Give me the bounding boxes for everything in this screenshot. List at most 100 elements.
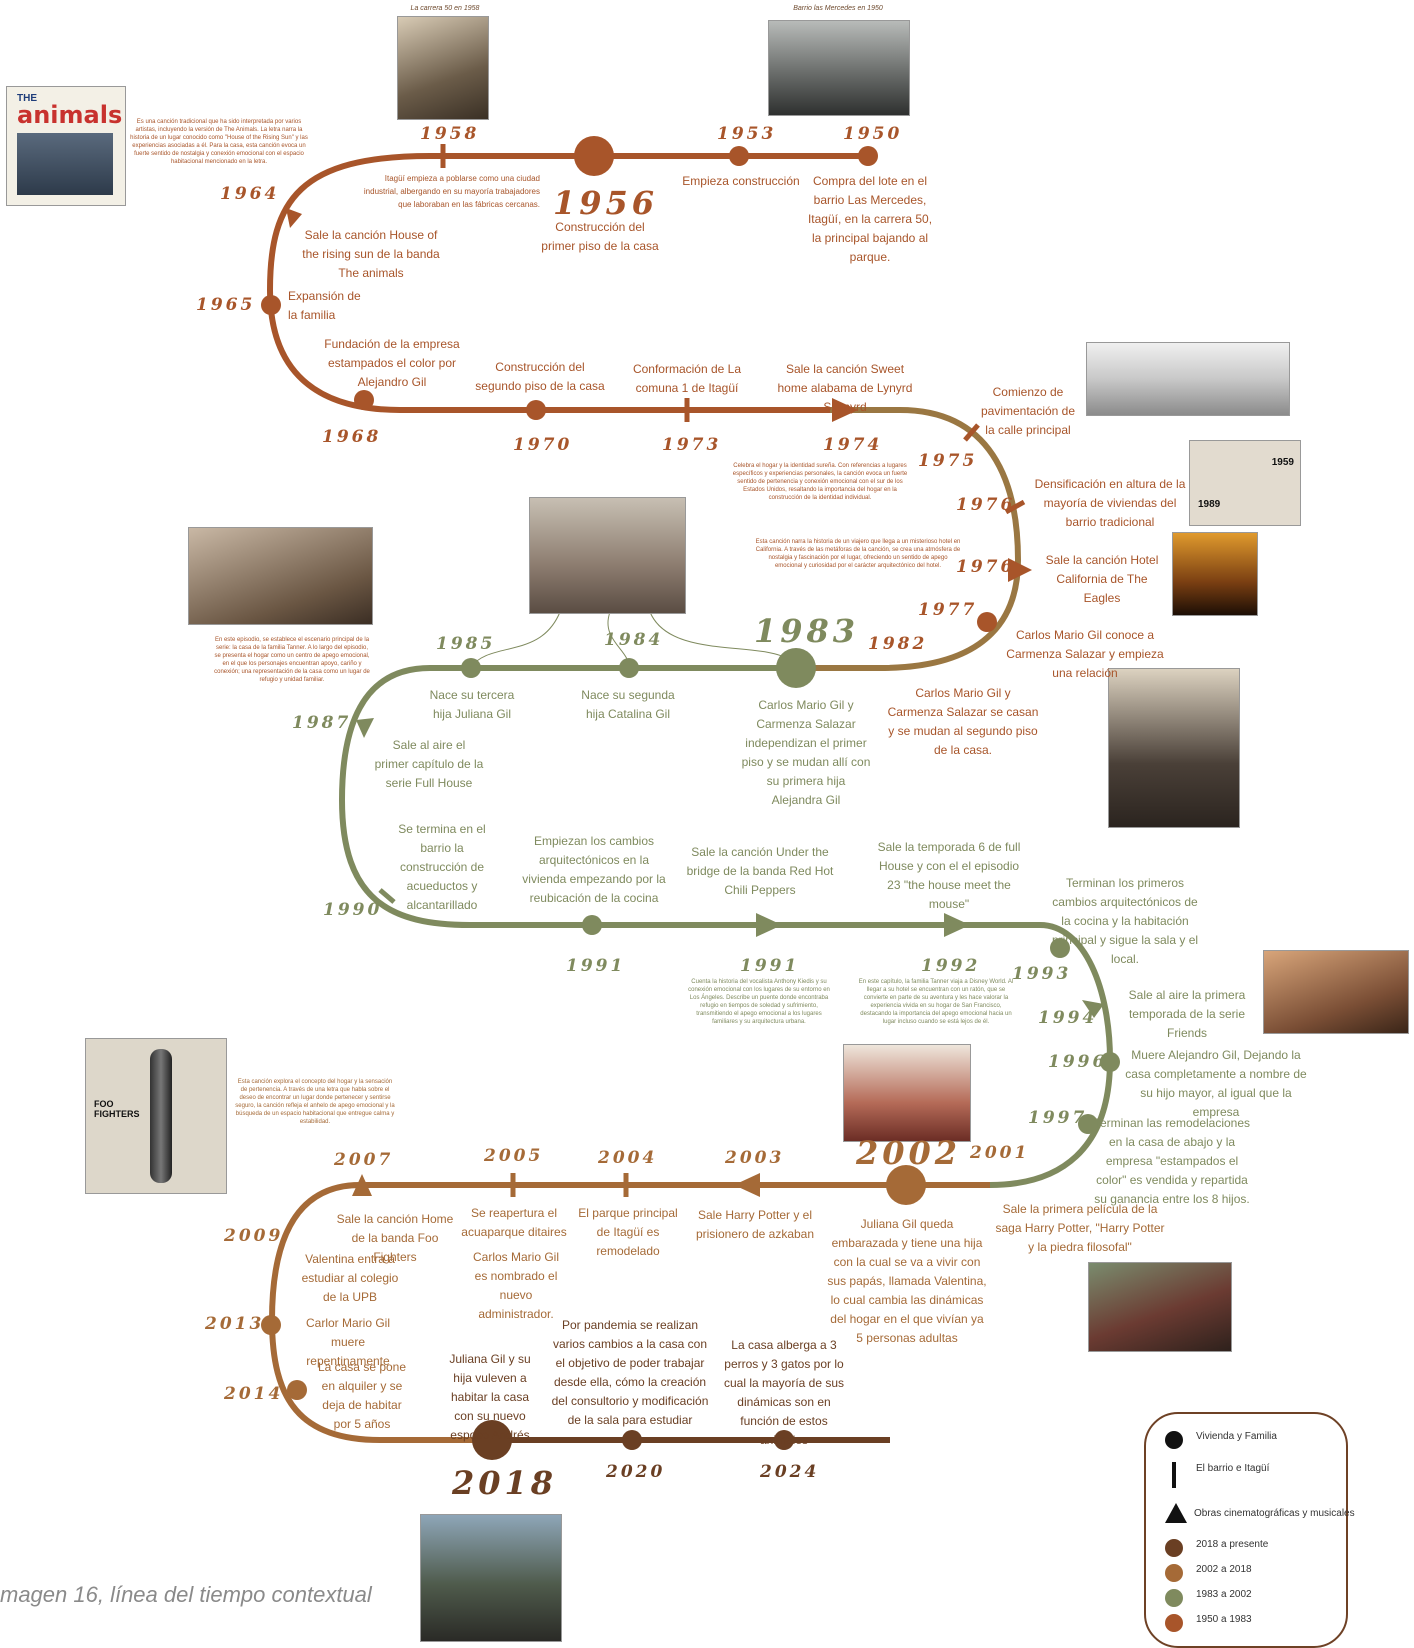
triangle-icon (1165, 1503, 1187, 1523)
triangle-1964 (286, 208, 302, 228)
event-1982: Carlos Mario Gil y Carmenza Salazar se c… (887, 686, 1039, 757)
event-1974: Sale la canción Sweet home alabama de Ly… (777, 362, 913, 414)
year-2007: 2007 (334, 1150, 394, 1170)
badge-1989: 1989 (1198, 499, 1221, 510)
year-2014: 2014 (224, 1384, 284, 1404)
dot-1970 (526, 400, 546, 420)
event-1965: Expansión de la familia (288, 289, 361, 322)
legend-label-1983-2002: 1983 a 2002 (1196, 1589, 1252, 1600)
photo-caption-1950: Barrio las Mercedes en 1950 (793, 5, 883, 12)
event-2013: Carlor Mario Gil muere repentinamente (305, 1316, 390, 1368)
year-1977: 1977 (918, 600, 978, 620)
badge-1959: 1959 (1271, 457, 1294, 468)
timeline-segment-1983-2002 (338, 665, 1114, 1188)
dot-1950 (858, 146, 878, 166)
year-1950: 1950 (843, 124, 903, 144)
year-2024: 2024 (760, 1462, 820, 1482)
year-1975: 1975 (918, 451, 978, 471)
year-1994: 1994 (1038, 1008, 1098, 1028)
year-2013: 2013 (205, 1314, 265, 1334)
photo-carrera50-1958 (397, 16, 489, 120)
legend-label-obras: Obras cinematográficas y musicales (1194, 1508, 1355, 1519)
event-2003: Sale Harry Potter y el prisionero de azk… (695, 1208, 815, 1241)
circle-icon (1165, 1539, 1183, 1557)
year-1983: 1983 (754, 612, 860, 650)
event-2020: Por pandemia se realizan varios cambios … (551, 1318, 709, 1427)
year-2020: 2020 (606, 1462, 666, 1482)
year-2003: 2003 (725, 1148, 785, 1168)
dot-2018 (472, 1420, 512, 1460)
event-1970: Construcción del segundo piso de la casa (475, 360, 605, 393)
event-1985: Nace su tercera hija Juliana Gil (429, 688, 515, 721)
year-2009: 2009 (224, 1226, 284, 1246)
desc-hotel-california: Esta canción narra la historia de un via… (755, 539, 961, 569)
tick-1975 (963, 423, 980, 442)
album-foo-bomb (150, 1049, 172, 1183)
event-1976-b: Sale la canción Hotel California de The … (1045, 553, 1159, 605)
triangle-1974 (832, 398, 858, 422)
photo-selfie-2018 (420, 1514, 562, 1642)
figure-caption: magen 16, línea del tiempo contextual (0, 1582, 372, 1607)
event-1964: Sale la canción House of the rising sun … (302, 228, 440, 280)
photo-family-2002 (843, 1044, 971, 1142)
photo-trucks-street (1086, 342, 1290, 416)
circle-icon (1165, 1614, 1183, 1632)
event-1991-b: Sale la canción Under the bridge de la b… (686, 845, 834, 897)
event-2004: El parque principal de Itagüí es remodel… (578, 1206, 678, 1258)
year-1976-b: 1976 (956, 557, 1016, 577)
desc-foo-fighters-home: Esta canción explora el concepto del hog… (235, 1079, 395, 1125)
dot-2002 (886, 1165, 926, 1205)
legend-label-vivienda: Vivienda y Familia (1196, 1431, 1277, 1442)
dot-1983 (776, 648, 816, 688)
photo-hotel-california-album (1172, 532, 1258, 616)
dot-2020 (622, 1430, 642, 1450)
photo-connector-1984 (607, 611, 630, 669)
photo-family-1983 (529, 497, 686, 614)
photo-1959-1989: 1959 1989 (1189, 440, 1301, 526)
album-title-animals: animals (17, 101, 123, 129)
event-2005-b: Carlos Mario Gil es nombrado el nuevo ad… (472, 1250, 559, 1321)
dot-2014 (287, 1380, 307, 1400)
event-1983: Carlos Mario Gil y Carmenza Salazar inde… (741, 698, 871, 807)
event-1958: Itagüí empieza a poblarse como una ciuda… (363, 174, 540, 209)
photo-caption-1958: La carrera 50 en 1958 (410, 5, 480, 12)
year-1987: 1987 (292, 713, 352, 733)
photo-foo-fighters-album: FOO FIGHTERS (85, 1038, 227, 1194)
year-2004: 2004 (598, 1148, 658, 1168)
dot-1996 (1100, 1052, 1120, 1072)
event-1953: Empieza construcción (682, 174, 800, 188)
event-1996: Muere Alejandro Gil, Dejando la casa com… (1125, 1048, 1307, 1119)
year-1984: 1984 (604, 630, 664, 650)
year-1990: 1990 (323, 900, 383, 920)
year-1953: 1953 (717, 124, 777, 144)
photo-harry-potter-train (1088, 1262, 1232, 1352)
desc-full-house-ep1: En este episodio, se establece el escena… (214, 637, 370, 683)
circle-icon (1165, 1564, 1183, 1582)
tick-1990 (378, 888, 396, 904)
year-1982: 1982 (868, 634, 928, 654)
timeline-segment-1950-1974 (266, 153, 868, 413)
photo-animals-album: THE animals (6, 86, 126, 206)
dot-1985 (461, 658, 481, 678)
year-1991-a: 1991 (566, 956, 626, 976)
year-1985: 1985 (436, 634, 496, 654)
circle-icon (1165, 1431, 1183, 1449)
year-1993: 1993 (1012, 964, 1072, 984)
year-1997: 1997 (1028, 1108, 1088, 1128)
tick-1976 (1004, 499, 1026, 515)
year-1991-b: 1991 (740, 956, 800, 976)
event-2007: Sale la canción Home de la banda Foo Fig… (336, 1212, 454, 1264)
event-1984: Nace su segunda hija Catalina Gil (581, 688, 675, 721)
year-1974: 1974 (823, 435, 883, 455)
year-2005: 2005 (484, 1146, 544, 1166)
event-1991-a: Empiezan los cambios arquitectónicos en … (522, 834, 666, 905)
event-2014: La casa se pone en alquiler y se deja de… (317, 1360, 407, 1431)
dot-1993 (1050, 938, 1070, 958)
year-1976-a: 1976 (956, 495, 1016, 515)
legend-label-barrio: El barrio e Itagüí (1196, 1463, 1270, 1474)
event-1968: Fundación de la empresa estampados el co… (324, 337, 460, 389)
dot-2013 (261, 1315, 281, 1335)
dot-1991 (582, 915, 602, 935)
dot-1997 (1078, 1114, 1098, 1134)
